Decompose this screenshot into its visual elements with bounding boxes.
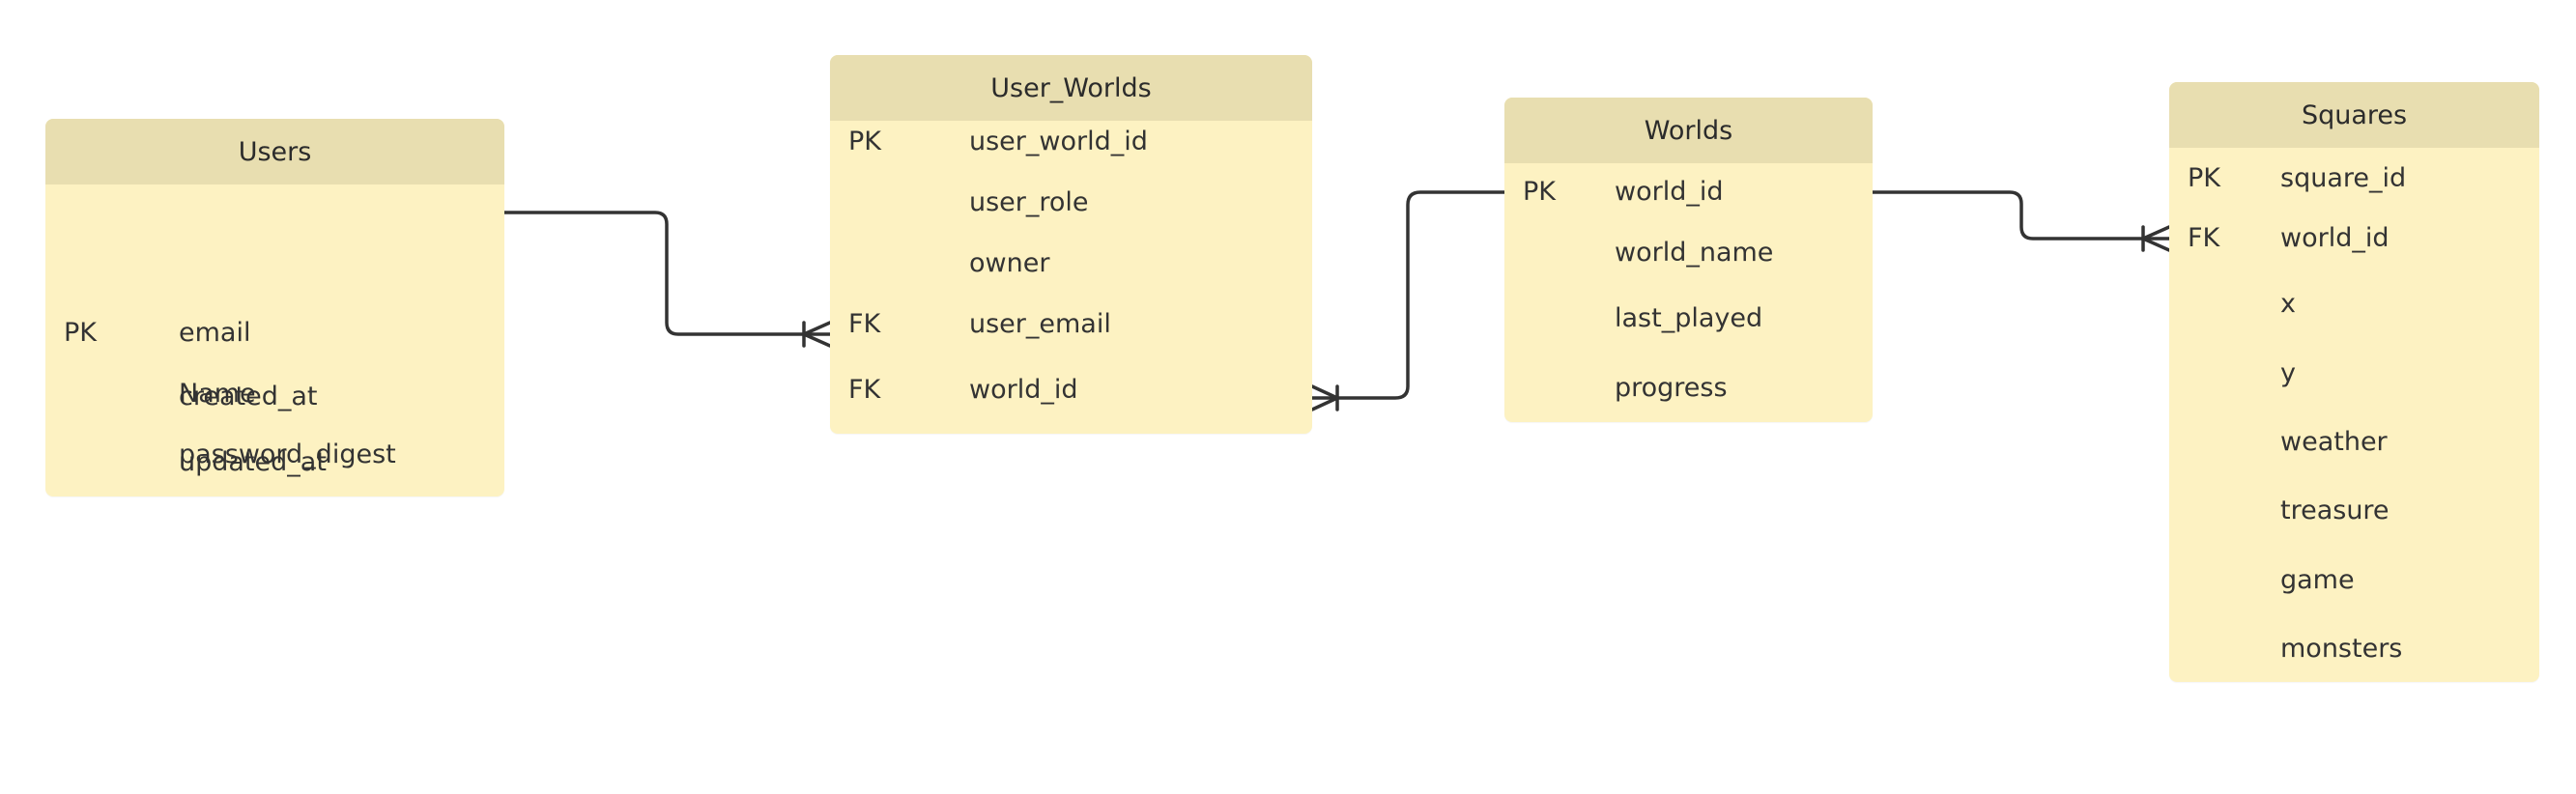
field-name: user_email [969, 309, 1111, 339]
key-badge: PK [848, 127, 881, 156]
entity-row: user_role [830, 184, 1312, 222]
entity-row: progress [1504, 369, 1873, 408]
entity-row: created_at [45, 378, 504, 416]
field-name: world_id [969, 375, 1078, 405]
entity-row: owner [830, 244, 1312, 283]
field-name: progress [1615, 373, 1728, 403]
entity-user-worlds[interactable]: User_Worlds PK user_world_id user_role o… [830, 55, 1312, 434]
field-name: treasure [2280, 496, 2390, 525]
key-badge: FK [2188, 223, 2220, 253]
field-name: y [2280, 358, 2296, 388]
crowfoot-lower [1310, 396, 1339, 411]
key-badge: FK [848, 375, 881, 405]
entity-row: treasure [2169, 492, 2539, 530]
field-name: user_world_id [969, 127, 1148, 156]
field-name: weather [2280, 427, 2388, 457]
field-name: last_played [1615, 303, 1763, 333]
entity-worlds[interactable]: Worlds PK world_id world_name last_playe… [1504, 98, 1873, 422]
entity-row: updated_at [45, 443, 504, 482]
connector-line [1310, 190, 1506, 400]
entity-users[interactable]: Users PK email Name password_digest crea… [45, 119, 504, 496]
entity-row: password_digest [45, 436, 504, 474]
entity-row: PK email [45, 314, 504, 353]
field-name: updated_at [179, 447, 327, 477]
field-name: user_role [969, 187, 1089, 217]
entity-title: Worlds [1504, 98, 1873, 163]
field-name: game [2280, 565, 2355, 595]
entity-row: monsters [2169, 630, 2539, 668]
entity-title: Squares [2169, 82, 2539, 148]
field-name: monsters [2280, 634, 2403, 664]
crowfoot-lower [2141, 237, 2171, 252]
crowfoot-lower [802, 332, 832, 348]
relationship-worlds-user-worlds [1310, 190, 1506, 411]
key-badge: FK [848, 309, 881, 339]
key-badge: PK [2188, 163, 2220, 193]
entity-row: FK world_id [2169, 219, 2539, 258]
entity-row: x [2169, 285, 2539, 324]
entity-row: FK user_email [830, 305, 1312, 344]
entity-title: Users [45, 119, 504, 184]
entity-row: last_played [1504, 299, 1873, 338]
entity-row: PK user_world_id [830, 123, 1312, 161]
entity-title: User_Worlds [830, 55, 1312, 121]
entity-row: game [2169, 561, 2539, 600]
entity-row: FK world_id [830, 371, 1312, 410]
field-name: world_id [1615, 177, 1724, 207]
entity-row: world_name [1504, 234, 1873, 272]
relationship-users-user-worlds [502, 211, 832, 348]
crowfoot-upper [802, 321, 832, 336]
field-name: world_name [1615, 238, 1774, 268]
field-name: email [179, 318, 251, 348]
entity-row: PK world_id [1504, 173, 1873, 212]
entity-row: Name [45, 375, 504, 413]
key-badge: PK [1523, 177, 1556, 207]
field-name: square_id [2280, 163, 2407, 193]
field-name: owner [969, 248, 1050, 278]
field-name: Name [179, 379, 256, 409]
entity-row: weather [2169, 423, 2539, 462]
connector-line [502, 211, 832, 336]
crowfoot-upper [1310, 384, 1339, 400]
key-badge: PK [64, 318, 97, 348]
entity-squares[interactable]: Squares PK square_id FK world_id x y wea… [2169, 82, 2539, 682]
entity-row: y [2169, 354, 2539, 393]
field-name: world_id [2280, 223, 2390, 253]
entity-row: PK square_id [2169, 159, 2539, 198]
field-name: created_at [179, 382, 318, 411]
field-name: x [2280, 289, 2296, 319]
crowfoot-upper [2141, 225, 2171, 241]
relationship-worlds-squares [1871, 190, 2171, 252]
field-name: password_digest [179, 440, 396, 469]
connector-line [1871, 190, 2171, 241]
